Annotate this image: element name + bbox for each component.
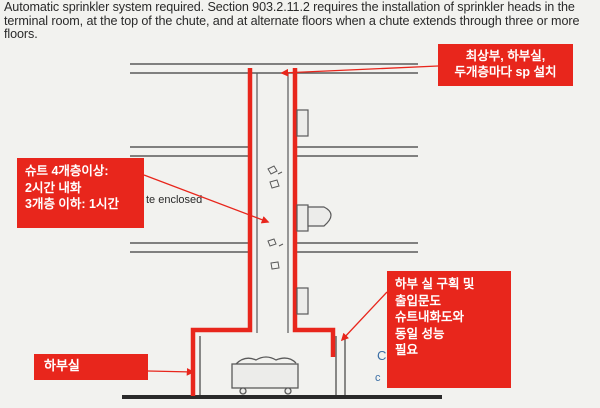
callout-top-line-2: 두개층마다 sp 설치 — [454, 65, 557, 79]
callout-top-line-1: 최상부, 하부실, — [465, 49, 546, 63]
callout-right-line-1: 하부 실 구획 및 — [395, 277, 475, 291]
callout-terminal-room-separation: 하부 실 구획 및 출입문도 슈트내화도와 동일 성능 필요 — [387, 271, 511, 388]
partial-label-2: c — [375, 372, 381, 384]
chute-enclosed-label: te enclosed — [146, 194, 202, 206]
callout-right-line-3: 슈트내화도와 — [395, 310, 465, 324]
partial-label-1: C — [377, 348, 386, 363]
callout-right-line-4: 동일 성능 — [395, 326, 445, 341]
callout-left-line-2: 2시간 내화 — [25, 180, 82, 195]
callout-terminal-room: 하부실 — [34, 354, 148, 380]
callout-arrows — [143, 65, 439, 376]
callout-right-line-5: 필요 — [395, 343, 419, 357]
terminal-room-walls — [199, 336, 346, 396]
callout-left-line-1: 슈트 4개층이상: — [25, 164, 109, 178]
floor-slabs — [130, 63, 418, 253]
collection-cart — [231, 356, 299, 395]
chute-intake-doors — [296, 109, 332, 315]
callout-left-line-3: 3개층 이하: 1시간 — [25, 197, 120, 211]
falling-debris — [267, 165, 284, 270]
header-text: Automatic sprinkler system required. Sec… — [4, 0, 580, 41]
callout-sprinkler-locations: 최상부, 하부실, 두개층마다 sp 설치 — [438, 44, 573, 86]
callout-fire-rating: 슈트 4개층이상: 2시간 내화 3개층 이하: 1시간 — [17, 158, 144, 228]
chute-shaft — [256, 73, 289, 333]
fire-rated-enclosure — [190, 68, 336, 396]
callout-right-line-2: 출입문도 — [395, 293, 442, 308]
